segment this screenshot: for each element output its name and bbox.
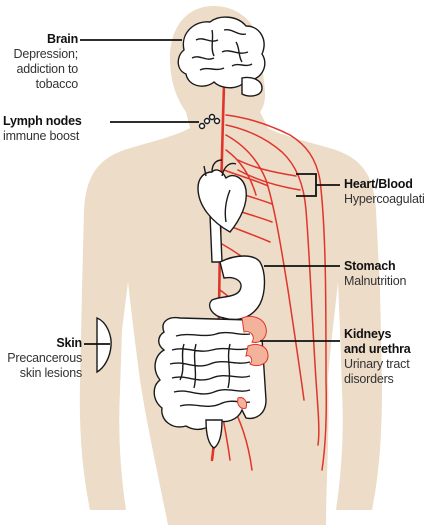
skin-desc-line: skin lesions: [19, 366, 82, 380]
brain-desc-line: tobacco: [35, 77, 79, 91]
nerve-branch: [237, 159, 297, 177]
heart-leader: [296, 173, 340, 197]
nerve-branch: [223, 169, 269, 187]
brain-organ: [177, 16, 266, 89]
brain-desc-line: addiction to: [16, 62, 78, 76]
kidneys-desc-line: Urinary tract: [344, 357, 410, 371]
kidneys-label: Kidneys and urethra Urinary tract disord…: [344, 327, 428, 387]
nerve-branch: [225, 114, 328, 471]
heart-title: Heart/Blood: [344, 177, 413, 191]
skin-lesion: [96, 316, 112, 374]
brain-title: Brain: [47, 32, 78, 46]
kidneys-desc-line: disorders: [344, 372, 394, 386]
nerve-branch: [225, 134, 305, 401]
kidney-left: [245, 343, 269, 367]
stomach-label: Stomach Malnutrition: [344, 259, 428, 289]
lymph-node: [213, 117, 221, 125]
stomach-organ: [208, 255, 266, 321]
skin-desc-line: Precancerous: [7, 351, 82, 365]
lymph-node: [198, 122, 206, 130]
skin-title: Skin: [56, 336, 82, 350]
heart-organ: [197, 169, 247, 233]
lymph-title: Lymph nodes: [3, 114, 82, 128]
lymph-label: Lymph nodes immune boost: [3, 114, 108, 144]
heart-desc: Hypercoagulati: [344, 192, 425, 206]
organ-group: [96, 16, 269, 449]
lymph-node: [208, 113, 216, 121]
heart-vessels: [203, 159, 237, 223]
kidneys-title-line: Kidneys: [344, 327, 392, 341]
heart-label: Heart/Blood Hypercoagulati: [344, 177, 428, 207]
nerve-branch: [237, 169, 301, 191]
brain-label: Brain Depression; addiction to tobacco: [4, 32, 79, 92]
rectum: [205, 419, 223, 449]
small-intestine: [169, 331, 251, 407]
lymph-node: [203, 117, 211, 125]
leader-lines: [80, 39, 340, 345]
urethra: [237, 397, 247, 409]
cerebellum: [241, 76, 263, 97]
nerve-branch: [225, 149, 257, 196]
brain-desc-line: Depression;: [13, 47, 79, 61]
stomach-title: Stomach: [344, 259, 396, 273]
brain-folds: [191, 28, 253, 71]
nerve-branch: [225, 124, 320, 446]
stomach-desc: Malnutrition: [344, 274, 407, 288]
kidneys-title-line: and urethra: [344, 342, 411, 356]
lymph-desc: immune boost: [3, 129, 80, 143]
skin-label: Skin Precancerous skin lesions: [4, 336, 82, 381]
